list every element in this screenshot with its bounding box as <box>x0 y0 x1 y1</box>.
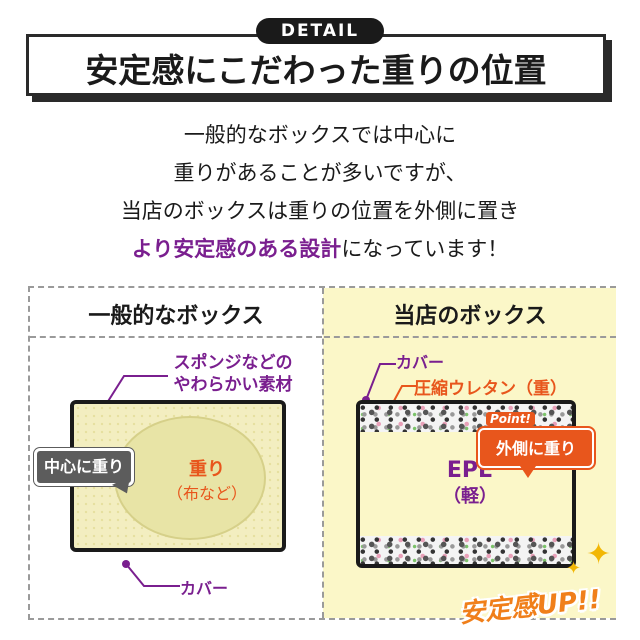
general-heading-underline <box>30 336 322 338</box>
detail-tag: DETAIL <box>256 18 384 44</box>
cover-leader-left-line <box>125 563 180 587</box>
ours-heading: 当店のボックス <box>393 304 547 329</box>
center-weight-ellipse <box>114 416 266 540</box>
epe-label-sub: （軽） <box>443 486 497 507</box>
weight-label-text: 重り <box>189 459 225 480</box>
ours-cover-note: カバー <box>396 353 445 372</box>
center-weight-bubble: 中心に重り <box>34 448 134 486</box>
cover-leader-right-line <box>365 363 396 401</box>
description-line-3: 当店のボックスは重りの位置を外側に置き <box>120 199 520 223</box>
ours-box: EPE （軽） <box>356 400 576 568</box>
description-line-4: より安定感のある設計になっています！ <box>0 230 640 268</box>
general-heading: 一般的なボックス <box>88 304 264 329</box>
comparison-divider <box>322 288 324 618</box>
description-line-2: 重りがあることが多いですが、 <box>173 161 467 185</box>
description: 一般的なボックスでは中心に 重りがあることが多いですが、 当店のボックスは重りの… <box>0 116 640 268</box>
sponge-note: スポンジなどの やわらかい素材 <box>158 352 308 396</box>
weight-label-sub: （布など） <box>166 484 247 503</box>
comparison-panel: 一般的なボックス 当店のボックス スポンジなどの やわらかい素材 重り （布など… <box>28 286 616 620</box>
general-cover-note: カバー <box>180 579 229 598</box>
sparkle-icon-large: ✦ <box>586 537 612 572</box>
sponge-note-line-2: やわらかい素材 <box>173 375 293 395</box>
urethane-note: 圧縮ウレタン（重） <box>414 379 567 399</box>
weight-label: 重り （布など） <box>152 458 262 506</box>
ours-heading-underline <box>324 336 616 338</box>
description-highlight: より安定感のある設計 <box>131 237 342 261</box>
urethane-layer-top <box>360 404 572 432</box>
general-box: 重り （布など） <box>70 400 286 552</box>
description-line-1: 一般的なボックスでは中心に <box>183 123 457 147</box>
urethane-layer-bottom <box>360 536 572 564</box>
point-word: Point! <box>486 412 535 426</box>
sparkle-icon-small: ✦ <box>566 558 582 579</box>
description-line-4-rest: になっています！ <box>341 237 509 261</box>
cover-leader-left <box>122 560 180 587</box>
sponge-note-line-1: スポンジなどの <box>173 353 293 373</box>
outer-weight-badge: 外側に重り <box>478 428 594 468</box>
page-title: 安定感にこだわった重りの位置 <box>26 34 606 96</box>
outer-weight-badge-tail <box>520 466 536 478</box>
